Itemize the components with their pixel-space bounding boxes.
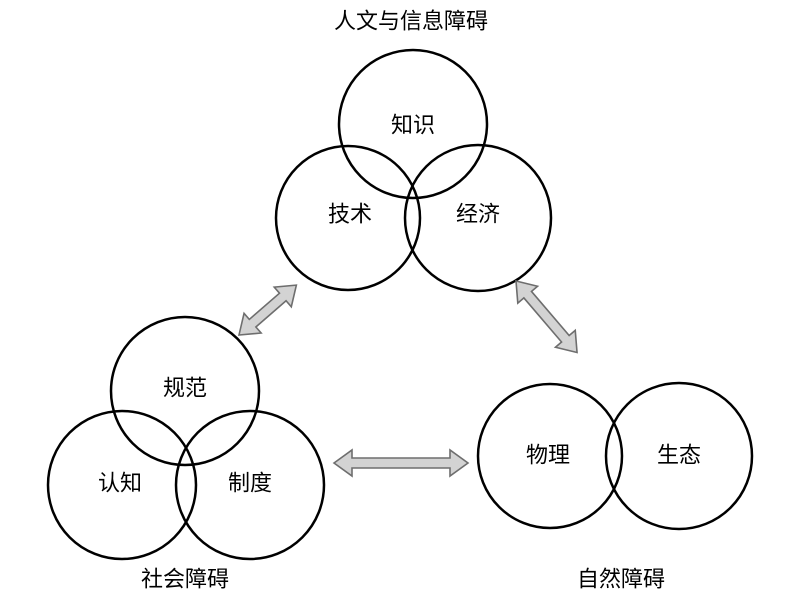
humanities-social-double-arrow [237,284,298,336]
economy-label: 经济 [456,203,500,228]
natural-group-title: 自然障碍 [577,568,665,593]
physical-circle [476,382,624,530]
institution-circle [174,409,326,561]
humanities-group-title: 人文与信息障碍 [334,10,488,35]
physical-label: 物理 [526,444,570,469]
technology-label: 技术 [328,203,372,228]
knowledge-label: 知识 [391,114,435,139]
institution-label: 制度 [228,472,272,497]
norms-circle [109,315,261,467]
humanities-cluster: 知识 技术 经济 [274,48,553,293]
technology-circle [274,144,422,292]
social-group-title: 社会障碍 [141,568,229,593]
cognition-label: 认知 [98,472,142,497]
ecology-label: 生态 [657,444,701,469]
economy-circle [403,143,553,293]
norms-label: 规范 [163,377,207,402]
cognition-circle [46,409,198,561]
knowledge-circle [337,48,489,200]
social-cluster: 规范 认知 制度 [46,315,326,561]
social-natural-double-arrow [332,448,470,478]
ecology-circle [604,381,754,531]
natural-cluster: 物理 生态 [476,381,754,531]
humanities-natural-double-arrow [515,279,578,354]
